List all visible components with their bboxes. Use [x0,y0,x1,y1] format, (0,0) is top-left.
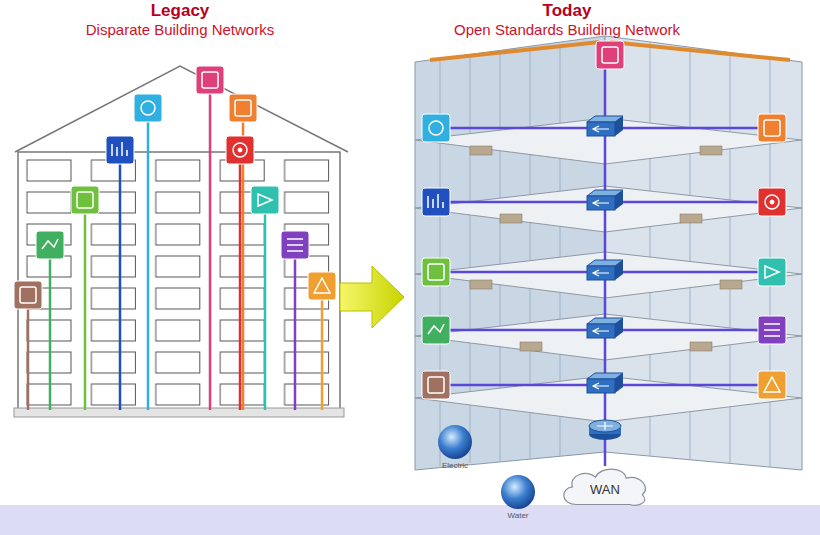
modern-building [415,36,802,470]
cloud-label: WAN [557,482,653,497]
device-icons [422,41,786,399]
bottom-band [0,505,820,535]
legacy-icons [14,66,336,309]
legacy-building [14,66,348,417]
section-subtitle: Open Standards Building Network [454,21,680,38]
utility-label: Electric [442,461,468,470]
router-symbol [589,420,621,440]
utility-label: Water [507,511,528,520]
section-subtitle: Disparate Building Networks [86,21,274,38]
water-globe [501,475,535,509]
section-heading: Legacy [151,1,210,21]
transition-arrow [340,266,404,328]
section-heading: Today [543,1,592,21]
network-switches [587,116,623,393]
network-wires [450,68,758,466]
legacy-wires [28,94,322,410]
wan-cloud: WAN [557,464,653,508]
electric-globe [438,425,472,459]
